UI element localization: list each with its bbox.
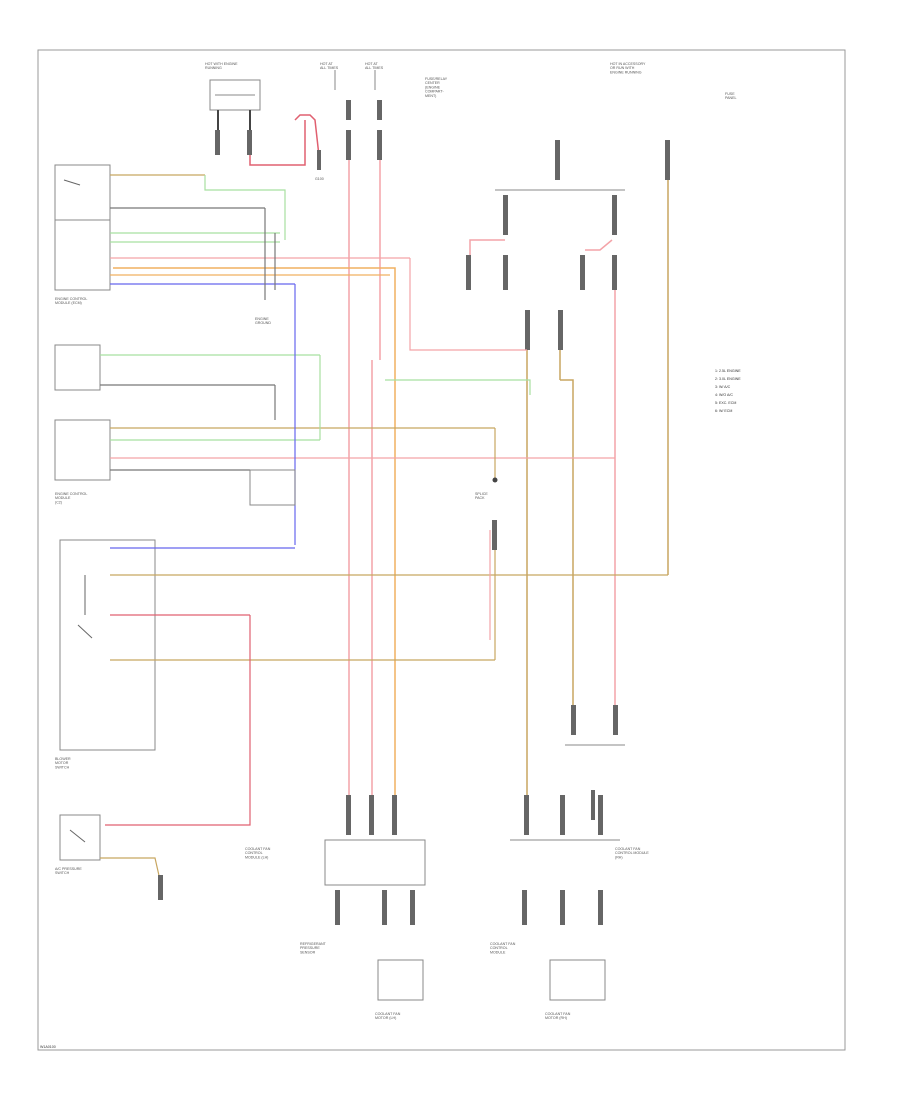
ecm-lower bbox=[54, 284, 615, 545]
fuse-column-1 bbox=[334, 70, 351, 160]
ecm-upper bbox=[54, 164, 410, 300]
relay-box bbox=[466, 189, 625, 350]
splice-center bbox=[492, 428, 498, 550]
legend-item-2: 2: 3.0L ENGINE bbox=[715, 377, 741, 381]
legend-item-1: 1: 2.5L ENGINE bbox=[715, 369, 741, 373]
top-left-fuse-group bbox=[209, 79, 321, 170]
wire-orange bbox=[113, 267, 396, 800]
pressure-switch bbox=[59, 814, 163, 900]
legend-item-4: 4: W/O A/C bbox=[715, 393, 733, 397]
fan-module-right bbox=[510, 795, 620, 1001]
blower-switch bbox=[59, 539, 668, 826]
legend-item-6: 6: W/ ECM bbox=[715, 409, 732, 413]
fan-module-left bbox=[324, 795, 426, 1001]
footer-code: W1A0100 bbox=[40, 1045, 56, 1049]
legend-item-3: 3: W/ A/C bbox=[715, 385, 731, 389]
fuse-top-right bbox=[555, 140, 670, 180]
legend-item-5: 5: EXC. ECM bbox=[715, 401, 736, 405]
diagram-frame bbox=[37, 49, 846, 1051]
lower-splice bbox=[565, 705, 625, 820]
legend: 1: 2.5L ENGINE 2: 3.0L ENGINE 3: W/ A/C … bbox=[715, 369, 741, 413]
fuse-column-2 bbox=[374, 70, 382, 160]
label-ground-2: G100 bbox=[315, 177, 324, 181]
